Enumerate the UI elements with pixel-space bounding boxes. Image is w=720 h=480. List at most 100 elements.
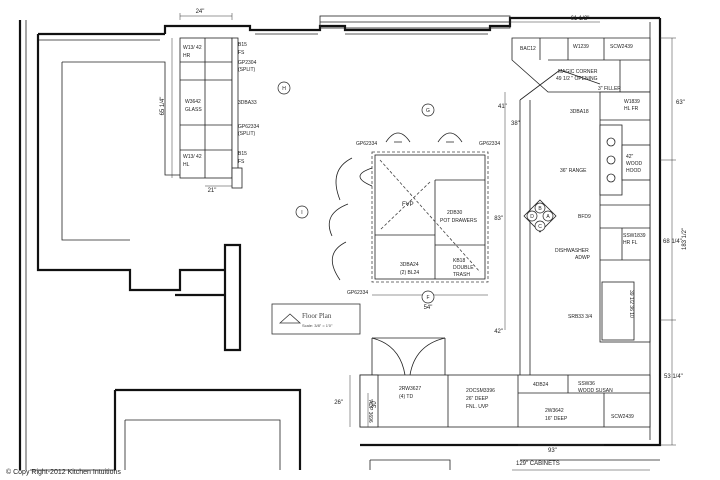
label-2w3642: 2W3642 bbox=[545, 408, 564, 414]
bubble-cluster-abcd: B A C D bbox=[523, 199, 557, 233]
label-w1839: W1839 bbox=[624, 99, 640, 105]
label-hood: 42" bbox=[626, 154, 634, 160]
label-2db30-b: POT DRAWERS bbox=[440, 218, 478, 224]
dim-93: 93" bbox=[548, 448, 557, 454]
label-3dba24: 3DBA24 bbox=[400, 262, 419, 268]
dim-53: 53 1/4" bbox=[664, 374, 683, 380]
dim-30: 30" bbox=[372, 399, 378, 408]
island-outline bbox=[371, 151, 489, 283]
label-3dba18: 3DBA18 bbox=[570, 109, 589, 115]
dim-68: 68 1/4" bbox=[663, 239, 682, 245]
dim-38: 38" bbox=[511, 121, 520, 127]
label-ssw36-b: WOOD SUSAN bbox=[578, 388, 613, 394]
label-gp62334-split-b: (SPLIT) bbox=[238, 131, 256, 137]
label-scw2439-top: SCW2439 bbox=[610, 44, 633, 50]
label-dishwasher: DISHWASHER bbox=[555, 248, 589, 254]
svg-text:A: A bbox=[546, 214, 550, 220]
upper-left-cabinets: 24" 65 1/4" 21" W13/ 42 HR B15 FS GP2304… bbox=[160, 9, 259, 194]
label-3dba33: 3DBA33 bbox=[238, 100, 257, 106]
label-gp-tr: GP62334 bbox=[479, 141, 500, 147]
label-2w3642-b: 16" DEEP bbox=[545, 416, 568, 422]
label-adp3696: ADP 3696 bbox=[367, 400, 373, 423]
label-2ocsm-b: 26" DEEP bbox=[466, 396, 489, 402]
label-2ocsm-c: FNL. UVP bbox=[466, 404, 489, 410]
label-w1839-b: HL FR bbox=[624, 106, 639, 112]
label-w13-42-hr-b: HR bbox=[183, 53, 191, 59]
label-w3642-b: GLASS bbox=[185, 107, 202, 113]
label-bfd9: BFD9 bbox=[578, 214, 591, 220]
dim-24: 24" bbox=[196, 9, 205, 15]
dim-21: 21" bbox=[208, 188, 217, 194]
label-kb18-b: DOUBLE bbox=[453, 265, 474, 271]
dim-65: 65 1/4" bbox=[160, 97, 166, 116]
label-w3642: W3642 bbox=[185, 99, 201, 105]
right-wall-cabinets: BAC12 W1239 SCW2439 MAGIC CORNER 49 1/2 … bbox=[510, 16, 688, 446]
bubble-f: F bbox=[421, 290, 435, 304]
legend-title: Floor Plan bbox=[302, 312, 332, 320]
label-ssw1839: SSW1839 bbox=[623, 233, 646, 239]
label-kb18-c: TRASH bbox=[453, 272, 470, 278]
label-dishwasher-b: ADWP bbox=[575, 255, 591, 261]
label-b15-fs-top: B15 bbox=[238, 42, 247, 48]
island: GP62334 GP62334 GP62334 FVP 2DB30 POT DR… bbox=[328, 92, 520, 335]
dim-83: 83" bbox=[494, 216, 503, 222]
burner-icon bbox=[606, 173, 616, 183]
label-36-range: 36" RANGE bbox=[560, 168, 587, 174]
dim-42-bottom: 42" bbox=[494, 329, 503, 335]
label-ssw1839-b: HR FL bbox=[623, 240, 638, 246]
range bbox=[599, 124, 623, 196]
label-w1239: W1239 bbox=[573, 44, 589, 50]
svg-text:G: G bbox=[426, 108, 430, 114]
svg-text:D: D bbox=[530, 214, 534, 220]
label-srb33: SRB33 3/4 bbox=[568, 314, 592, 320]
bubble-h: H bbox=[277, 81, 291, 95]
label-gp2304: GP2304 bbox=[238, 60, 257, 66]
wood-hood bbox=[621, 144, 651, 181]
label-2ocsm: 2OCSM3396 bbox=[466, 388, 495, 394]
dim-183: 183 1/2" bbox=[682, 228, 688, 250]
bubble-i: I bbox=[295, 205, 309, 219]
label-b15-fs-top-b: FS bbox=[238, 50, 245, 56]
label-w13-42-hr: W13/ 42 bbox=[183, 45, 202, 51]
label-gp62334-split: GP62334 bbox=[238, 124, 259, 130]
label-scw2439-bottom: SCW2439 bbox=[611, 414, 634, 420]
label-sink-dims: 39 1/2 36 10 bbox=[628, 290, 634, 318]
label-w13-42-hl: W13/ 42 bbox=[183, 154, 202, 160]
bubble-g: G bbox=[421, 103, 435, 117]
svg-text:H: H bbox=[282, 86, 286, 92]
copyright-text: © Copy Right-2012 Kitchen Intuitions bbox=[6, 468, 121, 476]
label-hood-b: WOOD bbox=[626, 161, 642, 167]
label-gp2304-b: (SPLIT) bbox=[238, 67, 256, 73]
label-w13-42-hl-b: HL bbox=[183, 162, 190, 168]
dim-26: 26" bbox=[334, 400, 343, 406]
svg-text:C: C bbox=[538, 224, 542, 230]
label-4db24: 4DB24 bbox=[533, 382, 549, 388]
label-ssw36: SSW36 bbox=[578, 381, 595, 387]
label-hood-c: HOOD bbox=[626, 168, 641, 174]
sink bbox=[601, 281, 635, 341]
dim-63: 63" bbox=[676, 100, 685, 106]
north-arrow-icon bbox=[278, 313, 302, 324]
dim-54: 54" bbox=[424, 305, 433, 311]
svg-text:B: B bbox=[538, 206, 542, 212]
label-2db30: 2DB30 bbox=[447, 210, 463, 216]
label-filler: 3" FILLER bbox=[598, 86, 621, 92]
label-magic-corner: MAGIC CORNER bbox=[558, 69, 598, 75]
burner-icon bbox=[606, 155, 616, 165]
dim-41: 41" bbox=[498, 104, 507, 110]
elevation-markers: H G I F B A C D bbox=[277, 81, 557, 304]
legend-scale: Scale: 3/8" = 1'0" bbox=[302, 323, 333, 328]
dim-61: 61 1/2" bbox=[571, 16, 590, 22]
label-gp-tl: GP62334 bbox=[356, 141, 377, 147]
legend-box bbox=[271, 303, 361, 335]
svg-text:I: I bbox=[301, 210, 302, 216]
label-bac12: BAC12 bbox=[520, 46, 536, 52]
label-b15-fs-bot-b: FS bbox=[238, 159, 245, 165]
label-b15-fs-bot: B15 bbox=[238, 151, 247, 157]
burner-icon bbox=[606, 137, 616, 147]
bottom-cabinets: 2RW3627 (4) TD 2OCSM3396 26" DEEP FNL. U… bbox=[334, 337, 651, 471]
label-3dba24-b: (2) BL24 bbox=[400, 270, 419, 276]
adp-cabinet bbox=[359, 374, 379, 428]
svg-text:F: F bbox=[426, 295, 429, 301]
